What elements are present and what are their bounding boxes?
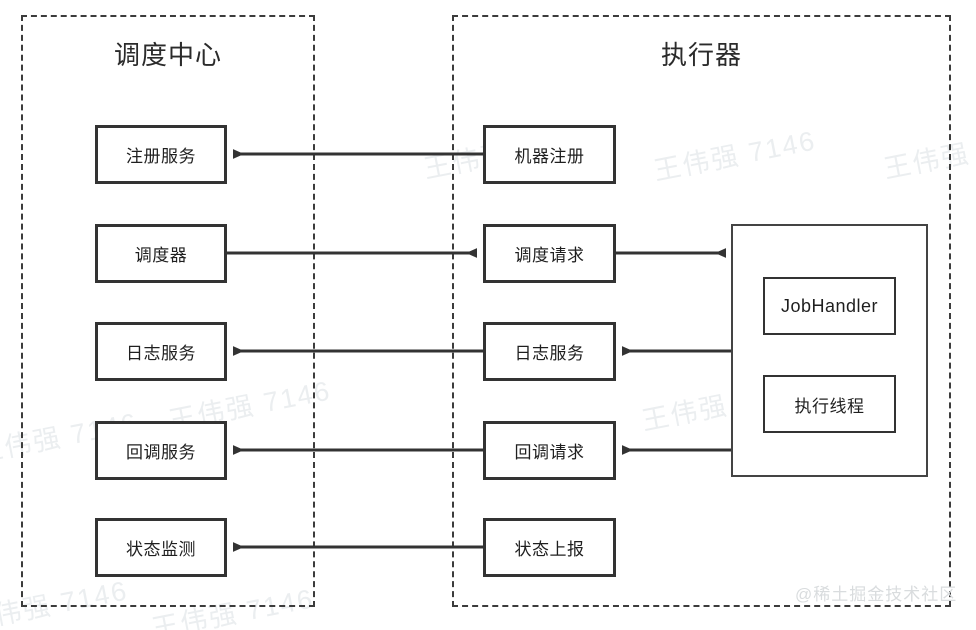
node-log-service[interactable]: 日志服务 [95,322,227,381]
node-scheduler[interactable]: 调度器 [95,224,227,283]
node-executor-log-service[interactable]: 日志服务 [483,322,616,381]
node-machine-register[interactable]: 机器注册 [483,125,616,184]
node-schedule-request[interactable]: 调度请求 [483,224,616,283]
node-executor-core[interactable]: JobHandler 执行线程 [731,224,928,477]
zone-title-scheduler-center: 调度中心 [113,40,222,70]
node-job-handler[interactable]: JobHandler [763,277,896,335]
node-callback-service[interactable]: 回调服务 [95,421,227,480]
node-exec-thread[interactable]: 执行线程 [763,375,896,433]
node-status-report[interactable]: 状态上报 [483,518,616,577]
zone-executor [452,15,951,607]
zone-title-executor: 执行器 [660,40,742,70]
node-callback-request[interactable]: 回调请求 [483,421,616,480]
node-status-monitor[interactable]: 状态监测 [95,518,227,577]
zone-scheduler-center [21,15,315,607]
node-register-service[interactable]: 注册服务 [95,125,227,184]
